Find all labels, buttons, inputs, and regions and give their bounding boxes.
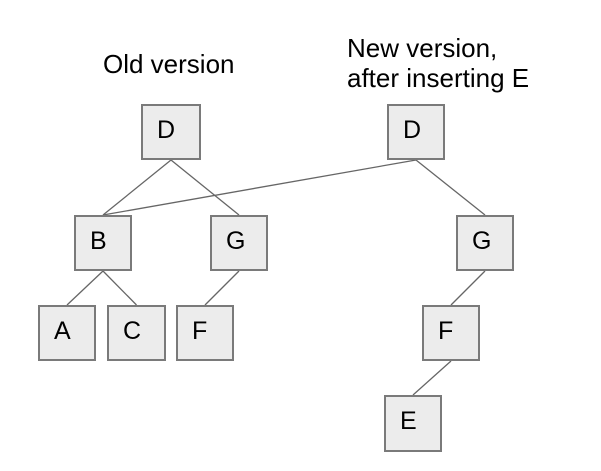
node-label-new-G: G — [472, 226, 492, 255]
node-label-old-B: B — [90, 226, 107, 255]
node-label-old-A: A — [54, 316, 71, 345]
tree-node-new-G: G — [456, 215, 514, 271]
tree-node-old-F: F — [176, 305, 234, 361]
node-label-new-F: F — [438, 316, 454, 345]
tree-node-old-A: A — [38, 305, 96, 361]
edge-old-D-old-B — [102, 159, 172, 216]
tree-node-old-D: D — [141, 104, 201, 160]
old-tree-title-text: Old version — [103, 49, 235, 79]
edge-new-F-new-E — [412, 360, 452, 396]
edge-new-D-old-B — [102, 159, 417, 216]
tree-node-old-B: B — [74, 215, 132, 271]
new-tree-title: New version, after inserting E — [347, 33, 529, 93]
node-label-new-D: D — [403, 115, 422, 144]
node-label-old-F: F — [192, 316, 208, 345]
node-label-old-G: G — [226, 226, 246, 255]
edge-new-G-new-F — [450, 270, 486, 306]
node-label-old-D: D — [157, 115, 176, 144]
tree-node-old-C: C — [107, 305, 166, 361]
edge-old-D-old-G — [170, 159, 240, 216]
tree-node-new-D: D — [387, 104, 445, 160]
tree-node-new-E: E — [384, 395, 442, 452]
node-label-new-E: E — [400, 407, 417, 435]
edge-old-B-old-A — [66, 270, 104, 306]
node-label-old-C: C — [123, 316, 142, 345]
new-tree-title-line1: New version, — [347, 33, 498, 63]
tree-node-new-F: F — [422, 305, 480, 361]
edge-old-B-old-C — [102, 270, 137, 306]
edge-new-D-new-G — [415, 159, 486, 216]
edge-old-G-old-F — [204, 270, 240, 306]
new-tree-title-line2: after inserting E — [347, 63, 530, 93]
old-tree-title: Old version — [103, 49, 235, 79]
tree-node-old-G: G — [210, 215, 268, 271]
